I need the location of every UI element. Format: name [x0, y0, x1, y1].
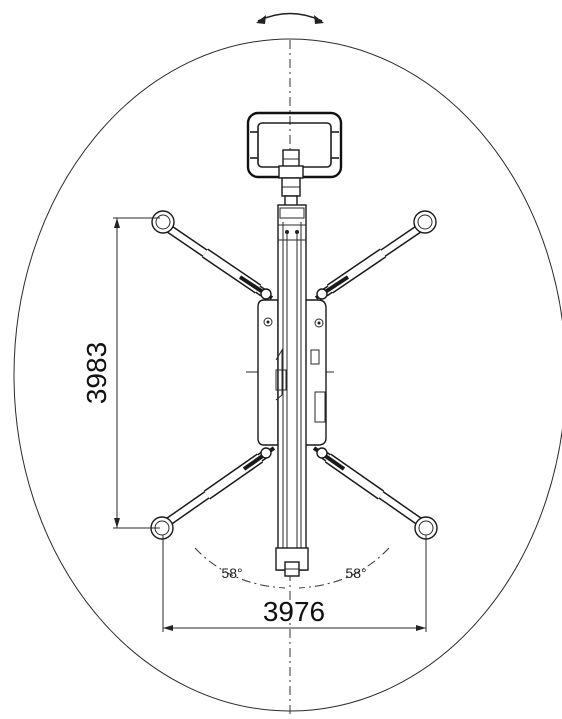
outrigger-bottom-right	[312, 446, 438, 540]
outrigger-bottom-left	[150, 446, 276, 540]
outrigger-top-left	[151, 210, 274, 300]
angle-arc-right	[298, 547, 390, 589]
angle-label-right: 58°	[345, 565, 366, 581]
chassis-left	[257, 299, 279, 446]
dimension-label-height: 3983	[81, 342, 112, 404]
horizontal-dimension	[162, 535, 427, 632]
angle-label-left: 58°	[221, 565, 242, 581]
chassis-right	[303, 299, 327, 446]
dimension-label-width: 3976	[263, 596, 325, 627]
vertical-dimension	[113, 217, 160, 529]
angle-arc-left	[194, 547, 286, 589]
platform-basket	[246, 111, 343, 179]
telescopic-boom	[275, 204, 309, 577]
rotation-arrow-icon	[256, 12, 324, 24]
outrigger-top-right	[314, 210, 437, 300]
